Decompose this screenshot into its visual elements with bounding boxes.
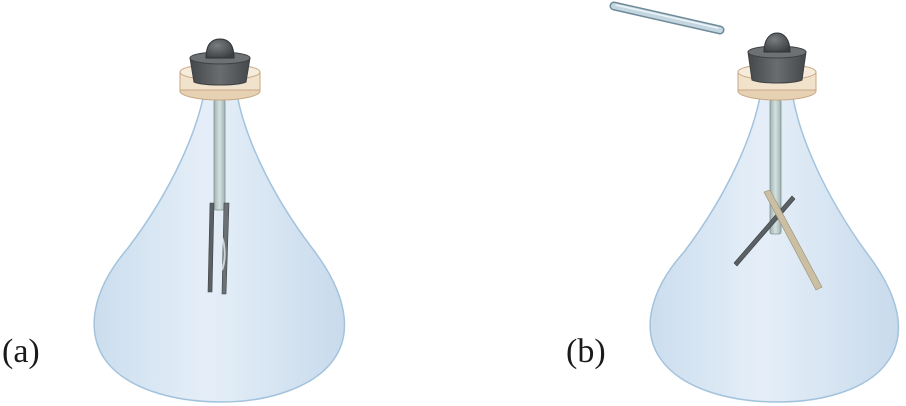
- charged-rod-body: [611, 3, 723, 33]
- flask-b: [649, 32, 900, 403]
- flask-a-leaf-left: [207, 202, 215, 293]
- flask-a-knob: [205, 38, 235, 59]
- flask-a-leaf-highlight: [217, 231, 226, 271]
- panel-label-b: (b): [566, 333, 606, 370]
- flask-a: [93, 38, 346, 403]
- flask-b-glass: [649, 90, 900, 403]
- flask-a-stopper: [189, 57, 251, 86]
- panel-label-a: (a): [2, 333, 40, 370]
- charged-rod: [609, 1, 725, 35]
- flask-a-leaf-right: [221, 202, 230, 295]
- flask-b-leaf-light: [763, 189, 823, 291]
- flask-a-glass: [93, 87, 346, 403]
- flask-b-knob: [763, 32, 791, 53]
- charged-rod-highlight: [615, 4, 719, 29]
- flask-a-rod: [213, 99, 226, 211]
- flask-b-stopper: [747, 51, 807, 84]
